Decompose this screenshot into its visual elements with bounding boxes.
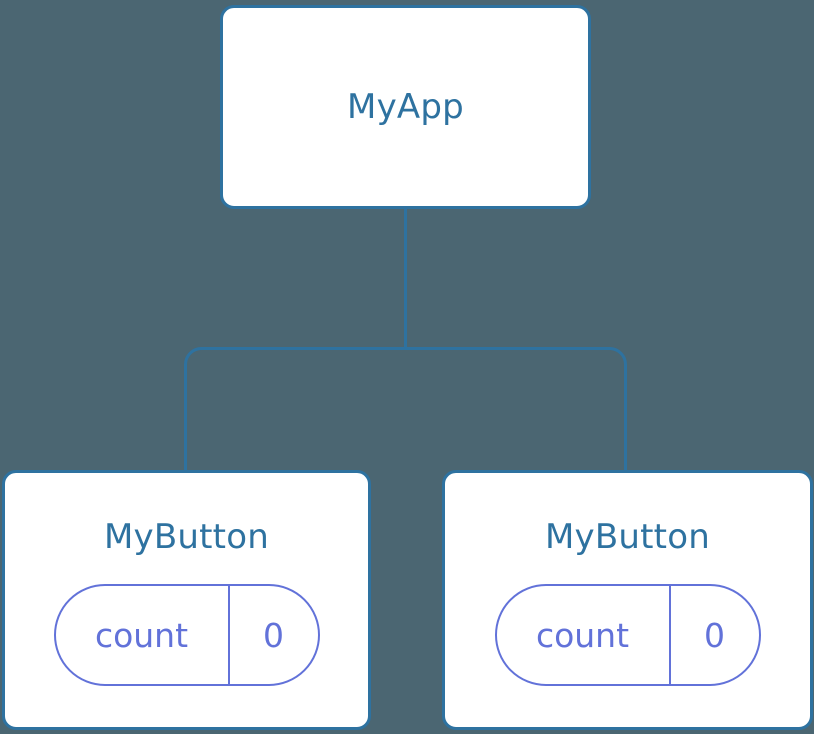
state-pill[interactable]: count 0 [494, 584, 761, 686]
node-title: MyButton [545, 517, 710, 557]
state-key: count [56, 586, 230, 684]
state-key: count [497, 586, 671, 684]
node-mybutton-left[interactable]: MyButton count 0 [2, 470, 371, 730]
node-title: MyButton [104, 517, 269, 557]
node-title: MyApp [347, 87, 464, 127]
state-value: 0 [263, 615, 284, 655]
node-mybutton-right[interactable]: MyButton count 0 [442, 470, 813, 730]
node-myapp[interactable]: MyApp [220, 5, 591, 209]
edge-root-to-left-child [184, 209, 407, 472]
edge-root-to-right-child [404, 209, 627, 472]
state-value: 0 [704, 615, 725, 655]
state-pill[interactable]: count 0 [53, 584, 320, 686]
